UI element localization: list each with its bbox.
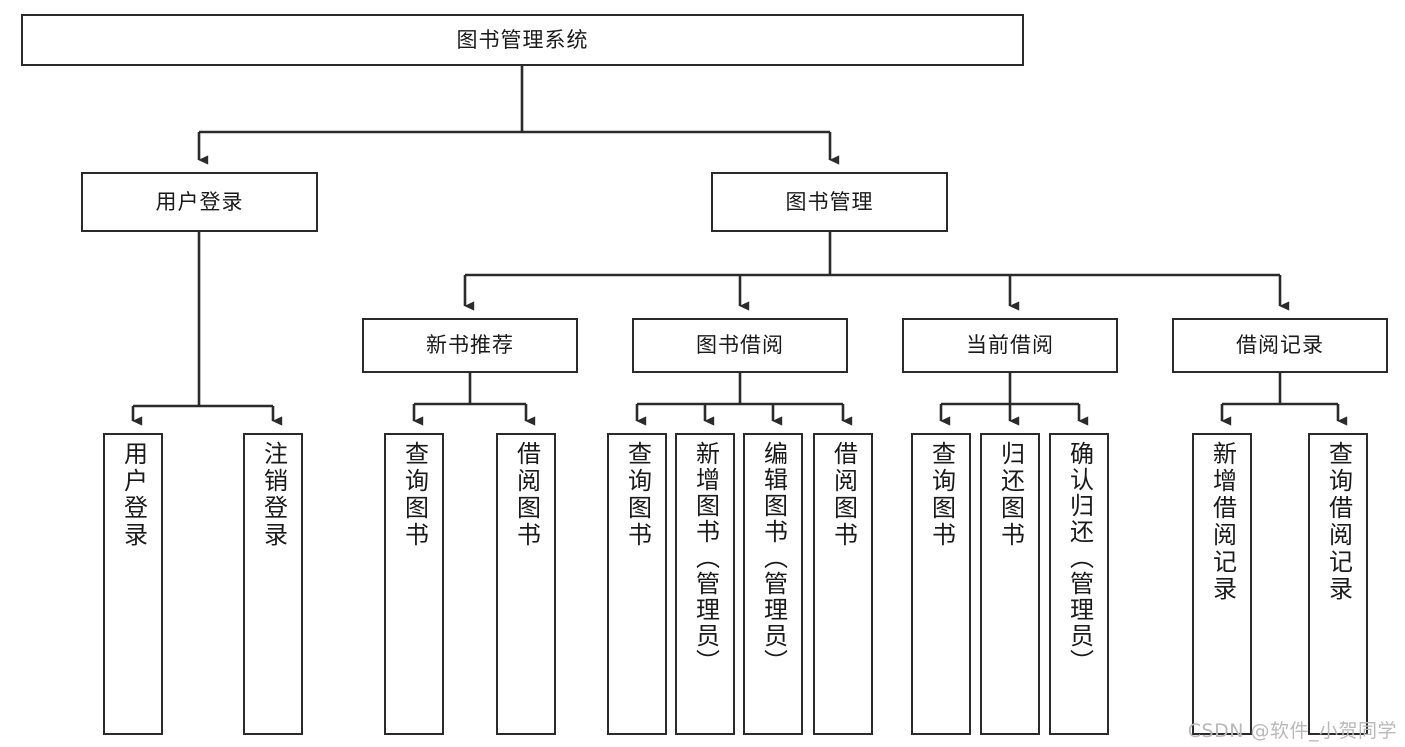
leaf-label: 编辑图书（管理员）	[759, 441, 788, 675]
leaf-label: 借阅图书	[512, 441, 541, 549]
leaf-borrow-book-recommend[interactable]: 借阅图书	[496, 433, 556, 735]
leaf-edit-book-admin[interactable]: 编辑图书（管理员）	[743, 433, 803, 735]
leaf-label: 新增借阅记录	[1208, 441, 1237, 603]
node-label: 用户登录	[155, 189, 244, 214]
node-user-login[interactable]: 用户登录	[81, 172, 318, 232]
node-current-borrow[interactable]: 当前借阅	[902, 318, 1118, 373]
leaf-add-book-admin[interactable]: 新增图书（管理员）	[675, 433, 735, 735]
leaf-confirm-return-admin[interactable]: 确认归还（管理员）	[1049, 433, 1109, 735]
node-label: 当前借阅	[966, 333, 1054, 358]
leaf-label: 借阅图书	[829, 441, 858, 549]
node-label: 新书推荐	[426, 333, 514, 358]
leaf-borrow-book[interactable]: 借阅图书	[813, 433, 873, 735]
leaf-logout[interactable]: 注销登录	[243, 433, 303, 735]
node-label: 图书管理	[785, 189, 874, 214]
watermark: CSDN @软件_小贺同学	[1187, 720, 1397, 742]
node-root-book-management-system[interactable]: 图书管理系统	[21, 14, 1024, 66]
leaf-label: 归还图书	[996, 441, 1025, 549]
leaf-label: 用户登录	[119, 441, 148, 549]
leaf-add-borrow-record[interactable]: 新增借阅记录	[1192, 433, 1252, 735]
leaf-query-book-borrow[interactable]: 查询图书	[607, 433, 667, 735]
node-label: 图书借阅	[696, 333, 784, 358]
leaf-query-book-recommend[interactable]: 查询图书	[384, 433, 444, 735]
node-label: 图书管理系统	[456, 27, 589, 52]
leaf-label: 新增图书（管理员）	[691, 441, 720, 675]
leaf-label: 确认归还（管理员）	[1065, 441, 1094, 675]
leaf-label: 查询图书	[623, 441, 652, 549]
node-book-management[interactable]: 图书管理	[711, 172, 948, 232]
leaf-label: 查询借阅记录	[1324, 441, 1353, 603]
leaf-query-borrow-record[interactable]: 查询借阅记录	[1308, 433, 1368, 735]
node-book-borrow[interactable]: 图书借阅	[632, 318, 848, 373]
leaf-label: 注销登录	[259, 441, 288, 549]
leaf-user-login[interactable]: 用户登录	[103, 433, 163, 735]
leaf-return-book[interactable]: 归还图书	[980, 433, 1040, 735]
node-new-book-recommend[interactable]: 新书推荐	[362, 318, 578, 373]
leaf-label: 查询图书	[400, 441, 429, 549]
node-label: 借阅记录	[1236, 333, 1324, 358]
node-borrow-record[interactable]: 借阅记录	[1172, 318, 1388, 373]
leaf-label: 查询图书	[927, 441, 956, 549]
leaf-query-book-current[interactable]: 查询图书	[911, 433, 971, 735]
